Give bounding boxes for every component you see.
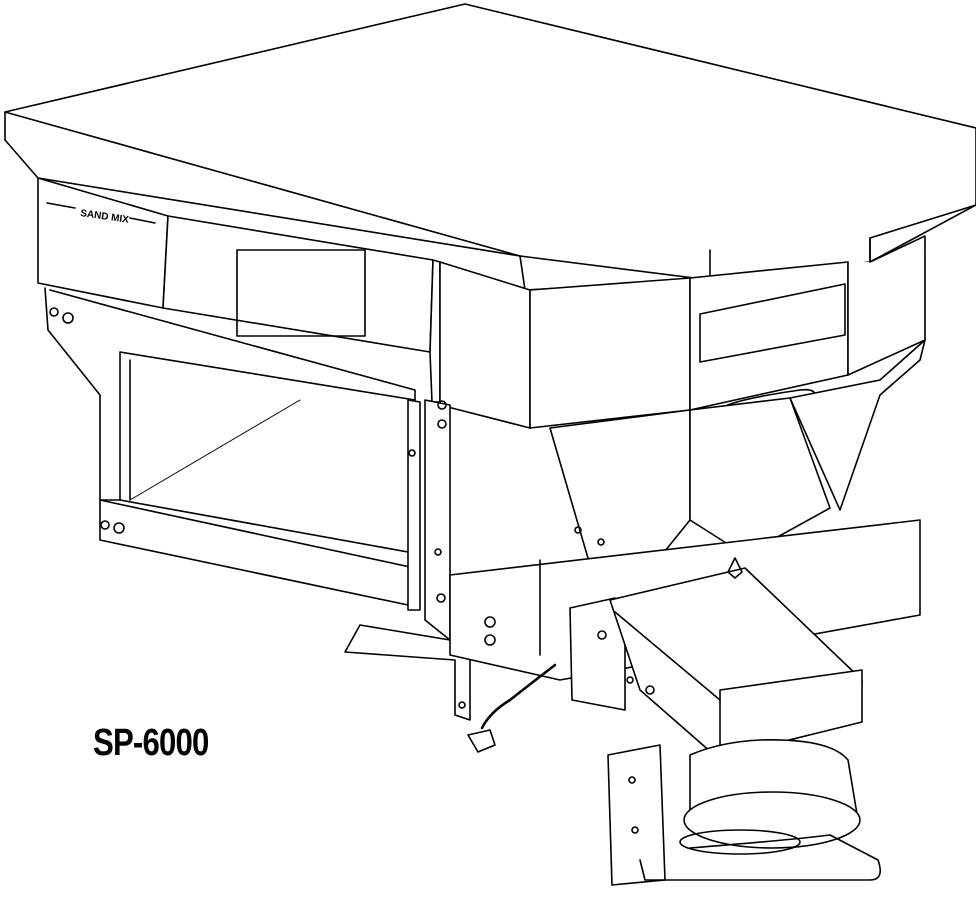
deflector-plate xyxy=(607,744,666,886)
model-name: SP-6000 xyxy=(93,722,209,764)
hopper-lid xyxy=(4,3,976,291)
harness-connector xyxy=(467,729,496,753)
hopper-body: SAND MIX xyxy=(37,177,926,429)
label-plate-right xyxy=(699,283,846,363)
label-plate-left xyxy=(236,249,366,337)
spinner-assembly xyxy=(607,739,881,886)
wiring-harness xyxy=(467,663,557,753)
hopper-funnel xyxy=(549,339,926,583)
spinner-housing xyxy=(569,557,863,761)
spinner-guard xyxy=(639,834,881,881)
